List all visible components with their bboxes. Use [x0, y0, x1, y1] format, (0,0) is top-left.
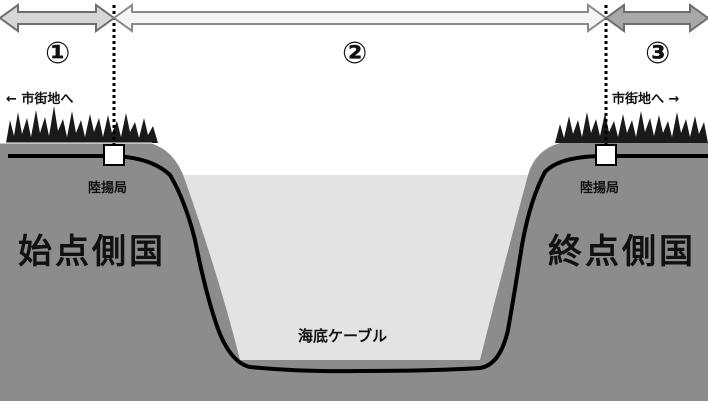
- left-grass: [6, 106, 158, 143]
- right-to-city-label: 市街地へ →: [612, 92, 680, 107]
- right-station-box: [595, 144, 617, 166]
- right-grass: [555, 111, 708, 143]
- submarine-cable: [8, 154, 708, 374]
- right-land: [480, 143, 708, 401]
- section2-arrow: [112, 3, 608, 33]
- sea-water: [180, 175, 528, 360]
- sea-floor: [230, 360, 490, 401]
- left-station-box: [103, 144, 125, 166]
- destination-country-label: 終点側国: [548, 232, 696, 272]
- origin-country-label: 始点側国: [18, 232, 166, 272]
- section1-arrow: [0, 3, 116, 33]
- submarine-cable-label: 海底ケーブル: [298, 327, 388, 345]
- left-land: [0, 143, 240, 401]
- right-station-label: 陸揚局: [580, 181, 620, 196]
- section1-label: ①: [45, 36, 71, 71]
- left-station-label: 陸揚局: [88, 181, 128, 196]
- section3-label: ③: [645, 36, 671, 71]
- section2-label: ②: [342, 36, 368, 71]
- left-to-city-label: ← 市街地へ: [6, 92, 74, 107]
- section3-arrow: [604, 3, 708, 33]
